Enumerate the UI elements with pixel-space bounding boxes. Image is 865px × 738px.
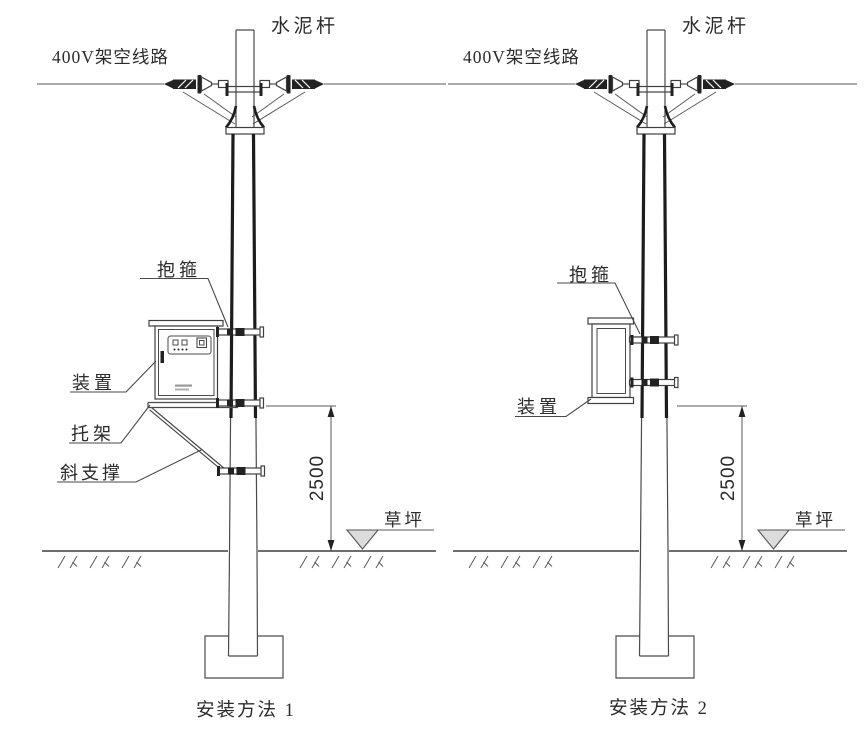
bracket-leader xyxy=(69,404,151,444)
device-label: 装置 xyxy=(72,373,116,393)
clamp-label: 抱箍 xyxy=(157,260,201,280)
cabinet-door xyxy=(596,328,626,394)
cabinet-body xyxy=(154,325,219,400)
cabinet-body xyxy=(591,323,631,399)
clamp-leader xyxy=(140,277,229,328)
panel-button xyxy=(172,339,179,346)
door-handle xyxy=(160,351,164,363)
cabinet-top-cap xyxy=(587,317,635,325)
device-leader xyxy=(70,360,157,393)
method1-caption: 安装方法 1 xyxy=(196,700,296,721)
cabinet-bottom-cap xyxy=(587,396,635,405)
diagonal-brace-leader xyxy=(57,449,203,483)
method1-drawing: 抱箍 装置 托架 斜支撑 安装方法 1 xyxy=(37,15,446,721)
device-leader xyxy=(515,398,592,418)
panel-display xyxy=(196,337,208,349)
control-panel xyxy=(167,335,212,355)
method2-caption: 安装方法 2 xyxy=(609,698,709,719)
cabinet-door xyxy=(158,329,215,396)
diagonal-brace xyxy=(149,407,226,472)
device-label: 装置 xyxy=(517,397,561,417)
bracket-label: 托架 xyxy=(71,424,115,444)
cabinet-top-cap xyxy=(148,319,224,327)
device-cabinet xyxy=(148,319,224,400)
clamp-leader xyxy=(557,282,641,335)
device-cabinet-side xyxy=(587,317,642,405)
clamp-label: 抱箍 xyxy=(569,265,613,285)
panel-button xyxy=(181,339,188,346)
diagonal-brace-label: 斜支撑 xyxy=(60,463,123,483)
nameplate xyxy=(175,384,192,387)
method2-drawing: 抱箍 装置 安装方法 2 xyxy=(448,15,857,719)
